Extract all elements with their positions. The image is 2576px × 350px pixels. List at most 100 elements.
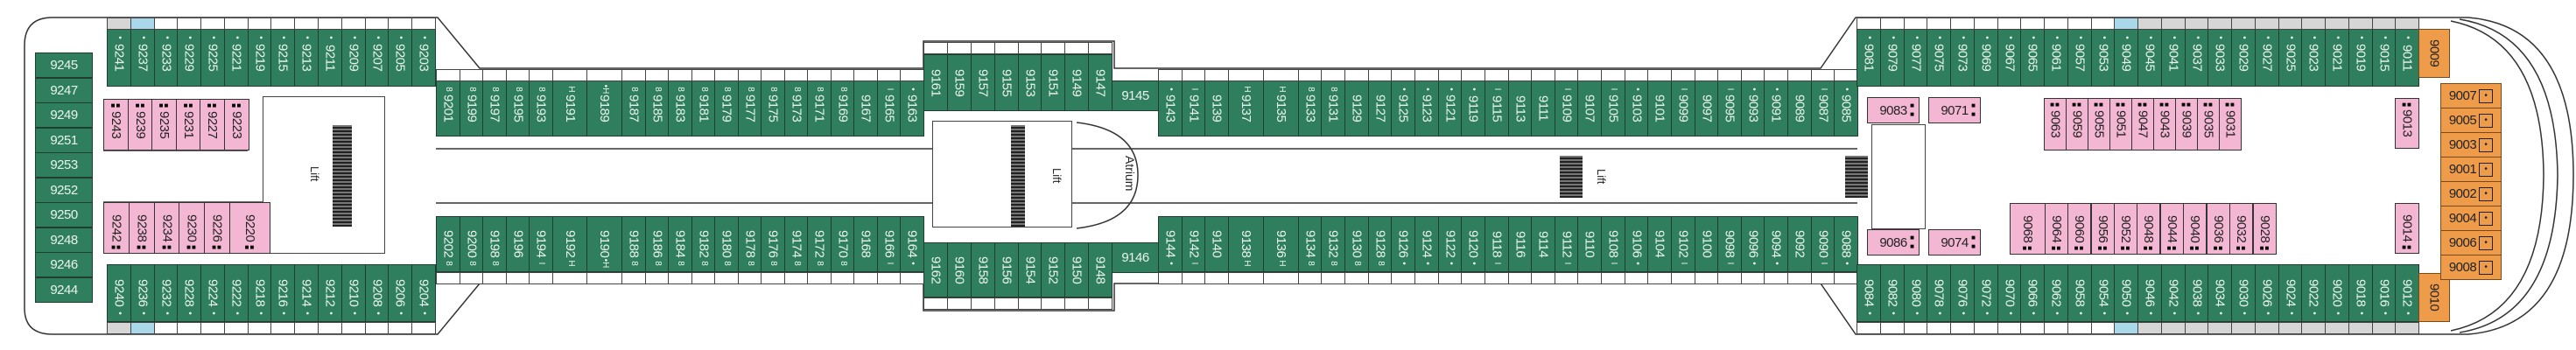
cabin-9024[interactable]: 9024• xyxy=(2278,264,2303,322)
cabin-9237[interactable]: 9237• xyxy=(130,29,155,87)
cabin-9116[interactable]: 9116 xyxy=(1508,216,1533,272)
cabin-9154[interactable]: 9154 xyxy=(1018,242,1042,298)
cabin-9227[interactable]: 9227■■ xyxy=(200,99,225,150)
cabin-9235[interactable]: 9235■■ xyxy=(151,99,177,150)
cabin-9245[interactable]: 9245 xyxy=(35,52,93,78)
cabin-9015[interactable]: 9015• xyxy=(2372,29,2397,87)
cabin-9085[interactable]: 9085• xyxy=(1834,80,1858,136)
cabin-9252[interactable]: 9252 xyxy=(35,177,93,203)
cabin-9161[interactable]: 9161 xyxy=(923,54,948,111)
cabin-9226[interactable]: 9226■■ xyxy=(204,202,230,254)
cabin-9240[interactable]: 9240• xyxy=(107,264,131,322)
cabin-9167[interactable]: 9167 xyxy=(853,80,878,136)
cabin-9140[interactable]: 9140 xyxy=(1204,216,1229,272)
cabin-9219[interactable]: 9219• xyxy=(248,29,272,87)
cabin-9050[interactable]: 9050• xyxy=(2114,264,2138,322)
cabin-9238[interactable]: 9238■■ xyxy=(129,202,155,254)
cabin-9121[interactable]: 9121• xyxy=(1438,80,1463,136)
cabin-9246[interactable]: 9246 xyxy=(35,252,93,277)
cabin-9160[interactable]: 9160 xyxy=(947,242,972,298)
cabin-9040[interactable]: 9040■■ xyxy=(2183,203,2207,255)
cabin-9229[interactable]: 9229• xyxy=(177,29,201,87)
cabin-9032[interactable]: 9032■■ xyxy=(2229,203,2253,255)
cabin-9096[interactable]: 9096• xyxy=(1741,216,1765,272)
cabin-9036[interactable]: 9036■■ xyxy=(2207,203,2230,255)
cabin-9107[interactable]: 9107 xyxy=(1577,80,1602,136)
cabin-9057[interactable]: 9057• xyxy=(2067,29,2092,87)
cabin-9216[interactable]: 9216• xyxy=(270,264,295,322)
cabin-9232[interactable]: 9232• xyxy=(154,264,179,322)
cabin-9106[interactable]: 9106• xyxy=(1625,216,1649,272)
cabin-9215[interactable]: 9215• xyxy=(270,29,295,87)
cabin-9151[interactable]: 9151 xyxy=(1041,54,1065,111)
cabin-9011[interactable]: 9011• xyxy=(2395,29,2419,87)
cabin-9224[interactable]: 9224• xyxy=(200,264,225,322)
cabin-9054[interactable]: 9054• xyxy=(2091,264,2116,322)
cabin-9041[interactable]: 9041• xyxy=(2161,29,2186,87)
cabin-9014[interactable]: 9014■■ xyxy=(2395,203,2419,254)
cabin-9018[interactable]: 9018• xyxy=(2348,264,2373,322)
cabin-9111[interactable]: 9111 xyxy=(1531,80,1555,136)
cabin-9045[interactable]: 9045• xyxy=(2137,29,2162,87)
cabin-9076[interactable]: 9076• xyxy=(1950,264,1975,322)
cabin-9077[interactable]: 9077• xyxy=(1904,29,1928,87)
cabin-9070[interactable]: 9070• xyxy=(1997,264,2022,322)
cabin-9061[interactable]: 9061• xyxy=(2044,29,2068,87)
cabin-9212[interactable]: 9212• xyxy=(318,264,342,322)
cabin-9079[interactable]: 9079• xyxy=(1880,29,1905,87)
cabin-9068[interactable]: 9068■■ xyxy=(2010,203,2046,255)
cabin-9156[interactable]: 9156 xyxy=(994,242,1019,298)
cabin-9152[interactable]: 9152 xyxy=(1041,242,1065,298)
cabin-9080[interactable]: 9080• xyxy=(1904,264,1928,322)
cabin-9053[interactable]: 9053• xyxy=(2091,29,2116,87)
cabin-9058[interactable]: 9058• xyxy=(2067,264,2092,322)
cabin-9047[interactable]: 9047■■ xyxy=(2131,98,2154,150)
cabin-9023[interactable]: 9023• xyxy=(2301,29,2326,87)
cabin-9030[interactable]: 9030• xyxy=(2231,264,2256,322)
cabin-9075[interactable]: 9075• xyxy=(1927,29,1951,87)
cabin-9233[interactable]: 9233• xyxy=(154,29,179,87)
cabin-9126[interactable]: 9126• xyxy=(1391,216,1415,272)
cabin-9092[interactable]: 9092 xyxy=(1787,216,1812,272)
cabin-9065[interactable]: 9065• xyxy=(2020,29,2045,87)
cabin-9164[interactable]: 9164• xyxy=(900,216,924,272)
cabin-9094[interactable]: 9094• xyxy=(1764,216,1788,272)
cabin-9086[interactable]: 9086■■ xyxy=(1867,229,1920,256)
cabin-9211[interactable]: 9211• xyxy=(318,29,342,87)
cabin-9043[interactable]: 9043■■ xyxy=(2153,98,2176,150)
cabin-9236[interactable]: 9236• xyxy=(130,264,155,322)
cabin-9208[interactable]: 9208• xyxy=(365,264,390,322)
cabin-9056[interactable]: 9056■■ xyxy=(2091,203,2115,255)
cabin-9048[interactable]: 9048■■ xyxy=(2137,203,2160,255)
cabin-9146[interactable]: 9146 xyxy=(1112,242,1159,273)
cabin-9203[interactable]: 9203• xyxy=(411,29,436,87)
cabin-9091[interactable]: 9091• xyxy=(1764,80,1788,136)
cabin-9248[interactable]: 9248 xyxy=(35,227,93,253)
cabin-9247[interactable]: 9247 xyxy=(35,77,93,103)
cabin-9221[interactable]: 9221• xyxy=(224,29,249,87)
cabin-9190[interactable]: 9190•H xyxy=(586,216,622,272)
